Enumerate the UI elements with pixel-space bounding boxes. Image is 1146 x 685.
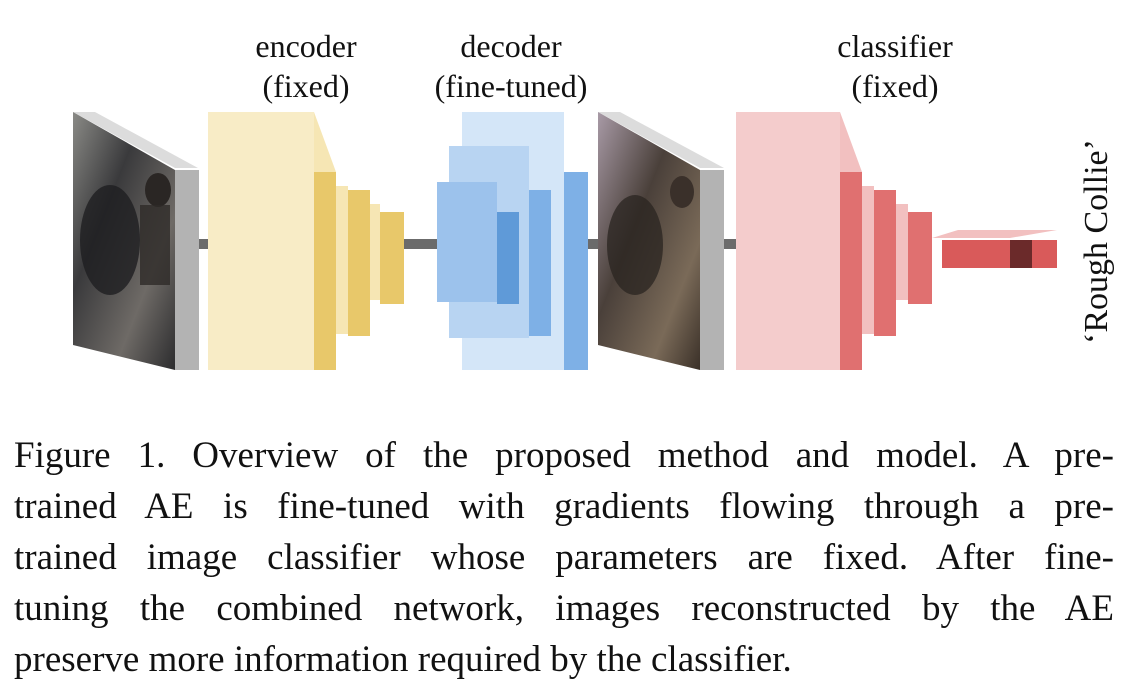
diagram-canvas [73, 112, 1057, 370]
reconstructed-image-edge [700, 170, 724, 370]
classifier-name: classifier [837, 28, 953, 64]
decoder-name: decoder [460, 28, 562, 64]
classifier-label: classifier (fixed) [806, 26, 984, 106]
caption-line: trained AE is fine-tuned with gradients … [14, 486, 1114, 527]
figure-caption: Figure 1. Overview of the proposed metho… [14, 430, 1114, 685]
input-image [73, 112, 199, 370]
classifier-status: (fixed) [851, 68, 939, 104]
caption-line: preserve more information required by th… [14, 639, 792, 680]
encoder-label: encoder (fixed) [232, 26, 380, 106]
decoder-label: decoder (fine-tuned) [410, 26, 612, 106]
output-vector [932, 230, 1057, 268]
caption-line: tuning the combined network, images reco… [14, 588, 1114, 629]
output-class-label: ‘Rough Collie’ [1078, 139, 1115, 344]
decoder-status: (fine-tuned) [434, 68, 588, 104]
model-diagram: encoder (fixed) decoder (fine-tuned) cla… [73, 26, 1115, 370]
reconstructed-image [598, 112, 724, 370]
encoder-status: (fixed) [262, 68, 350, 104]
decoder-block [437, 112, 588, 370]
predicted-class-cell [1010, 240, 1032, 268]
classifier-block [736, 112, 932, 370]
encoder-block [208, 112, 404, 370]
caption-line: Figure 1. Overview of the proposed metho… [14, 435, 1114, 476]
caption-line: trained image classifier whose parameter… [14, 537, 1114, 578]
input-image-edge [175, 170, 199, 370]
encoder-name: encoder [255, 28, 357, 64]
